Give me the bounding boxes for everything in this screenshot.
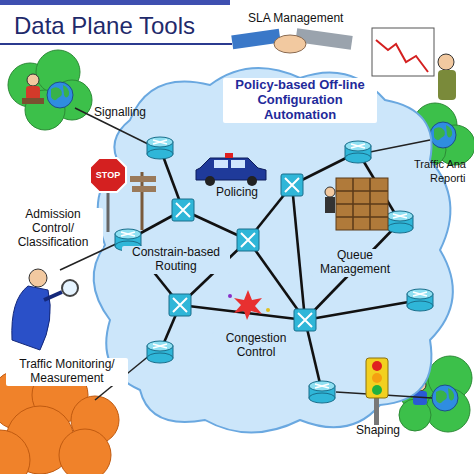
- traffic-analysis-label: Traffic Ana: [414, 158, 466, 171]
- policing-label: Policing: [214, 186, 260, 200]
- reporting-label: Reporti: [430, 172, 465, 185]
- admission-label: Admission Control/ Classification: [3, 208, 103, 249]
- shaping-label: Shaping: [356, 424, 400, 438]
- sla-label: SLA Management: [248, 12, 343, 26]
- title: Data Plane Tools: [14, 12, 195, 40]
- stop-sign-text: STOP: [96, 170, 120, 180]
- congestion-label: Congestion Control: [212, 332, 300, 360]
- signalling-label: Signalling: [94, 106, 146, 120]
- queue-label: Queue Management: [311, 249, 399, 277]
- monitoring-label: Traffic Monitoring/ Measurement: [6, 358, 128, 386]
- routing-label: Constrain-based Routing: [122, 246, 230, 274]
- policy-label: Policy-based Off-line Configuration Auto…: [223, 78, 377, 123]
